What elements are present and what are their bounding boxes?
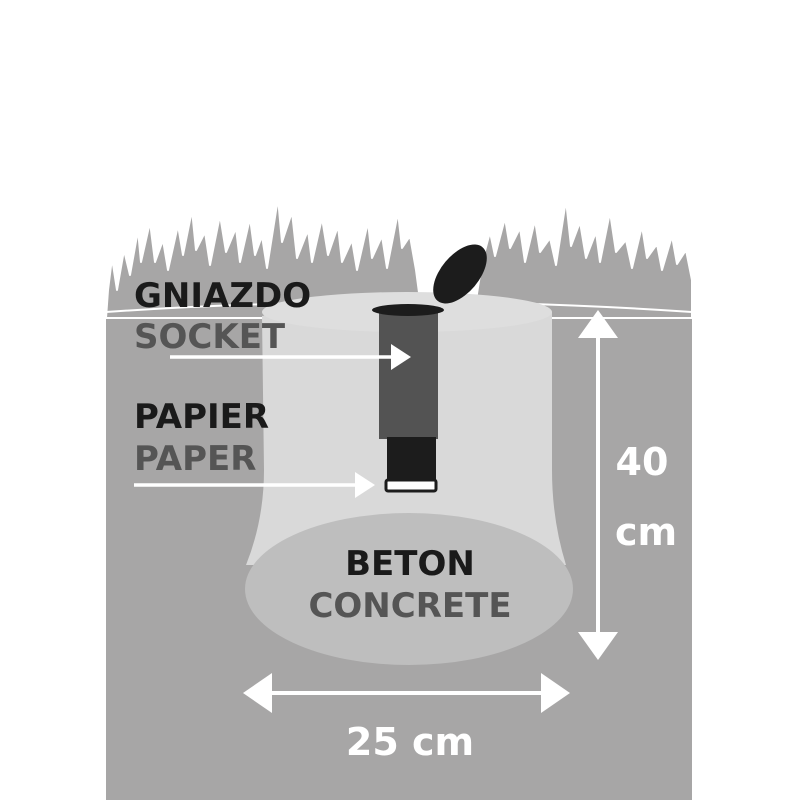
socket-pointer-arrow [170, 344, 411, 370]
grass [105, 197, 693, 319]
paper-label-en: PAPER [134, 439, 256, 479]
socket-body [379, 311, 438, 439]
socket-label-en: SOCKET [134, 317, 286, 357]
paper-pointer-arrow [134, 472, 375, 498]
width-arrow [243, 673, 570, 713]
depth-arrow [578, 310, 618, 660]
paper-label-pl: PAPIER [134, 397, 269, 437]
concrete-base [245, 513, 573, 665]
concrete-label-en: CONCRETE [308, 586, 511, 626]
depth-value-label: 40 [616, 440, 669, 484]
paper-ring [384, 478, 438, 493]
socket-rim [372, 304, 444, 316]
socket-lid [433, 244, 487, 304]
concrete-label-pl: BETON [345, 544, 475, 584]
depth-unit-label: cm [615, 510, 677, 554]
socket-label-pl: GNIAZDO [134, 276, 311, 316]
socket-lower-part [387, 437, 436, 485]
width-label: 25 cm [346, 720, 474, 764]
